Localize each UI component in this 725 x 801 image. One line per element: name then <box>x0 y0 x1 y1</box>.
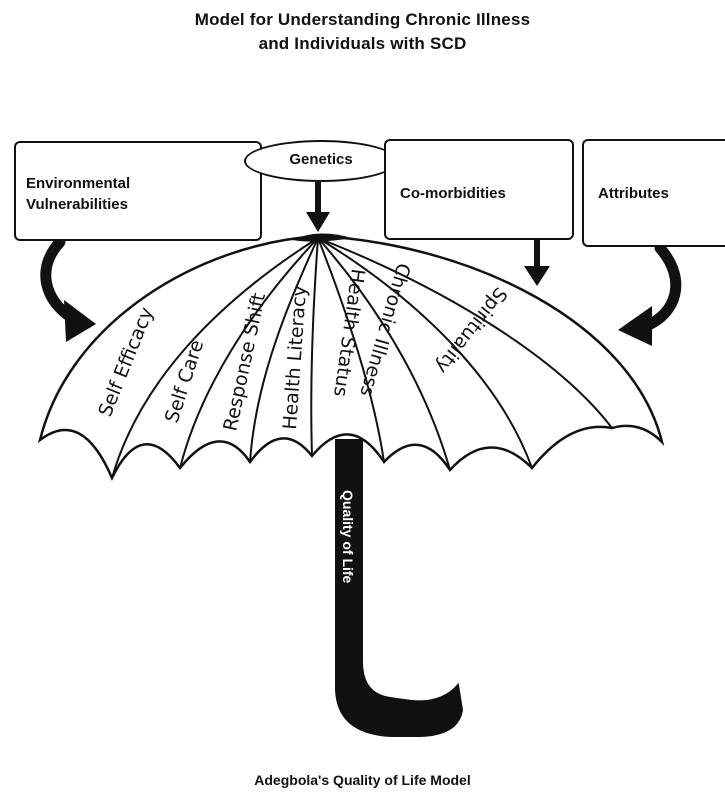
attributes-arrow <box>618 242 682 346</box>
arrows <box>40 182 682 346</box>
diagram-title-line-1: Model for Understanding Chronic Illness <box>194 10 531 29</box>
attributes-box: Attributes <box>582 139 725 247</box>
rib-2 <box>179 237 319 469</box>
rib-8 <box>317 237 613 429</box>
figure-caption: Adegbola's Quality of Life Model <box>254 772 471 788</box>
rib-7 <box>317 237 533 469</box>
canopy-ribs <box>111 237 613 479</box>
attributes-label: Attributes <box>598 185 669 202</box>
comorbidities-arrow <box>524 240 550 286</box>
diagram-title-line-2: and Individuals with SCD <box>258 34 467 53</box>
rib-6 <box>317 237 451 471</box>
genetics-arrow <box>306 182 330 232</box>
umbrella-tip <box>292 233 352 242</box>
environmental-vulnerabilities-box: Environmental Vulnerabilities <box>14 141 262 241</box>
umbrella-handle <box>335 439 464 737</box>
comorbidities-box: Co-morbidities <box>384 139 574 240</box>
environmental-label-line-2: Vulnerabilities <box>26 196 128 213</box>
rib-4 <box>310 237 319 457</box>
rib-5 <box>317 237 385 463</box>
handle-label-quality-of-life: Quality of Life <box>340 490 356 584</box>
genetics-oval: Genetics <box>244 140 398 182</box>
umbrella-canopy <box>37 234 665 482</box>
environmental-label-line-1: Environmental <box>26 175 131 192</box>
comorbidities-label: Co-morbidities <box>400 185 506 202</box>
environmental-arrow <box>40 236 96 342</box>
rib-3 <box>249 237 319 463</box>
rib-1 <box>111 237 319 479</box>
